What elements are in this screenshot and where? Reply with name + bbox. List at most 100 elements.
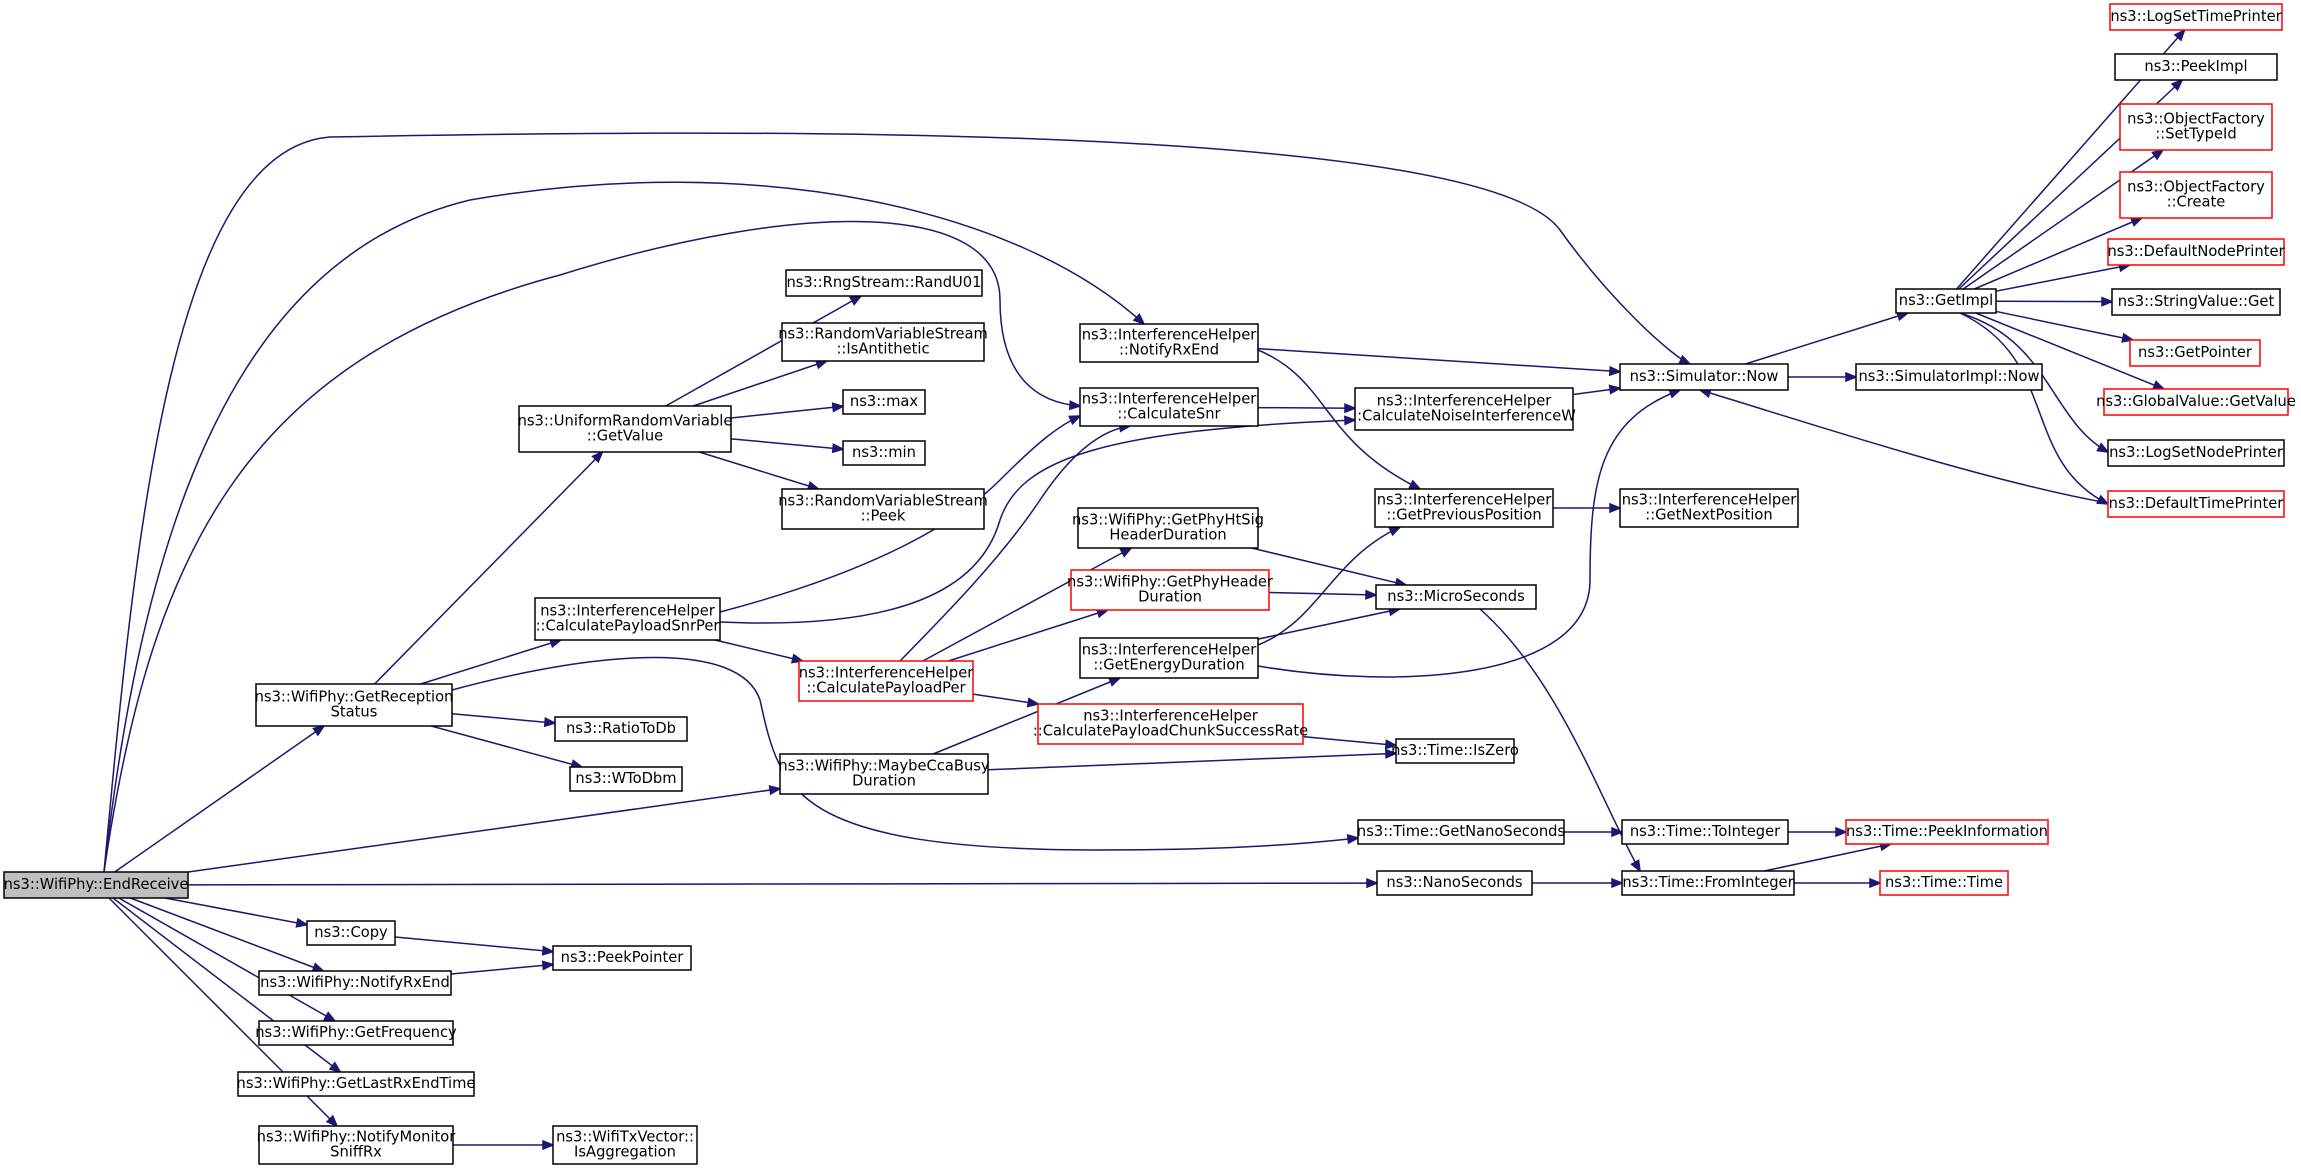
edge-maybecca-to-getenergy-arrowhead xyxy=(1107,677,1122,687)
node-simnow[interactable]: ns3::Simulator::Now xyxy=(1619,363,1789,391)
edge-getphyhtsig-to-microseconds xyxy=(1251,547,1407,586)
node-globalget[interactable]: ns3::GlobalValue::GetValue xyxy=(2096,388,2296,416)
node-logsettime[interactable]: ns3::LogSetTimePrinter xyxy=(2109,3,2283,31)
node-peekpointer-box xyxy=(552,945,692,971)
node-stringget[interactable]: ns3::StringValue::Get xyxy=(2111,288,2281,316)
node-max[interactable]: ns3::max xyxy=(842,389,926,415)
node-label: IsAggregation xyxy=(574,1144,676,1161)
edge-maybecca-to-iszero xyxy=(987,752,1397,771)
node-isaggregation-box xyxy=(552,1125,698,1165)
node-getprevpos[interactable]: ns3::InterferenceHelper::GetPreviousPosi… xyxy=(1374,488,1554,528)
node-label: ::CalculatePayloadSnrPer xyxy=(536,618,721,635)
edge-getenergy-to-simnow xyxy=(1257,389,1681,678)
node-randu01[interactable]: ns3::RngStream::RandU01 xyxy=(785,269,983,297)
node-calcnoise-box xyxy=(1354,387,1574,431)
node-ratiotodb[interactable]: ns3::RatioToDb xyxy=(554,716,688,742)
node-label: ns3::ObjectFactory xyxy=(2127,179,2265,196)
node-min[interactable]: ns3::min xyxy=(842,440,926,466)
node-label: ns3::max xyxy=(850,393,919,410)
node-getpointer[interactable]: ns3::GetPointer xyxy=(2129,339,2261,367)
node-endreceive[interactable]: ns3::WifiPhy::EndReceive xyxy=(3,871,189,899)
node-calcchunk[interactable]: ns3::InterferenceHelper::CalculatePayloa… xyxy=(1033,703,1308,745)
node-calcpayloadper[interactable]: ns3::InterferenceHelper::CalculatePayloa… xyxy=(798,660,975,702)
edge-getimpl-to-deftimeprinter xyxy=(1959,312,2109,505)
edge-calcpayloadper-to-getphyheader xyxy=(948,609,1108,662)
node-peekinfo[interactable]: ns3::Time::PeekInformation xyxy=(1845,819,2049,845)
node-maybecca-box xyxy=(779,753,989,795)
node-iszero[interactable]: ns3::Time::IsZero xyxy=(1391,738,1519,764)
node-getfreq[interactable]: ns3::WifiPhy::GetFrequency xyxy=(255,1020,457,1046)
node-label: ns3::Simulator::Now xyxy=(1630,368,1779,385)
edge-getimpl-to-stringget-arrowhead xyxy=(2101,296,2115,307)
node-notifyrxend_phy[interactable]: ns3::WifiPhy::NotifyRxEnd xyxy=(258,970,452,996)
edge-getenergy-to-simnow-arrowhead xyxy=(1668,388,1682,399)
node-timetime[interactable]: ns3::Time::Time xyxy=(1879,870,2009,896)
node-isaggregation[interactable]: ns3::WifiTxVector::IsAggregation xyxy=(552,1125,698,1165)
edge-getreception-to-uniformget xyxy=(374,451,603,685)
node-ofcreate[interactable]: ns3::ObjectFactory::Create xyxy=(2119,171,2273,219)
node-ofsettype-box xyxy=(2119,103,2273,151)
node-tointeger[interactable]: ns3::Time::ToInteger xyxy=(1621,819,1789,845)
edge-endreceive-to-getfreq-arrowhead xyxy=(323,1011,337,1022)
edge-maybecca-to-getenergy xyxy=(932,677,1121,755)
edge-endreceive-to-notifyrxend_phy-arrowhead xyxy=(311,962,326,972)
edge-getenergy-to-getprevpos-arrowhead xyxy=(1388,526,1402,537)
edge-deftimeprinter-to-simnow xyxy=(1699,389,2109,504)
node-calcsnr[interactable]: ns3::InterferenceHelper::CalculateSnr xyxy=(1079,387,1259,427)
node-randu01-box xyxy=(785,269,983,297)
node-notifyrxend_ih[interactable]: ns3::InterferenceHelper::NotifyRxEnd xyxy=(1079,323,1259,363)
node-label: ::GetPreviousPosition xyxy=(1386,507,1541,524)
node-calcpayloadper-box xyxy=(798,660,974,702)
edge-endreceive-to-getreception-arrowhead xyxy=(312,724,326,737)
node-getnano[interactable]: ns3::Time::GetNanoSeconds xyxy=(1357,819,1565,845)
edge-calcpayloadper-to-calcchunk-arrowhead xyxy=(1026,697,1041,708)
node-getlastrx-box xyxy=(237,1071,475,1097)
node-microseconds[interactable]: ns3::MicroSeconds xyxy=(1375,584,1537,610)
node-isantithetic[interactable]: ns3::RandomVariableStream::IsAntithetic xyxy=(778,322,988,362)
node-fromint-box xyxy=(1621,870,1795,896)
node-getenergy[interactable]: ns3::InterferenceHelper::GetEnergyDurati… xyxy=(1079,637,1259,679)
node-label: ns3::Time::IsZero xyxy=(1391,742,1519,759)
edge-getreception-to-uniformget-arrowhead xyxy=(591,450,604,464)
node-calcchunk-box xyxy=(1037,703,1304,745)
node-defnodeprinter[interactable]: ns3::DefaultNodePrinter xyxy=(2107,238,2285,266)
node-wtodbm[interactable]: ns3::WToDbm xyxy=(569,766,683,792)
node-calcpayloadsnrper-box xyxy=(534,597,721,641)
node-logsetnode[interactable]: ns3::LogSetNodePrinter xyxy=(2107,439,2285,467)
node-label: ns3::WifiPhy::GetLastRxEndTime xyxy=(237,1075,476,1092)
node-notifyrxend_ih-box xyxy=(1079,323,1259,363)
edge-endreceive-to-calcsnr xyxy=(103,220,1081,873)
node-simimplnow[interactable]: ns3::SimulatorImpl::Now xyxy=(1855,363,2043,391)
edge-getimpl-to-logsetnode xyxy=(1959,312,2109,453)
node-label: ns3::StringValue::Get xyxy=(2118,293,2275,310)
node-label: ns3::InterferenceHelper xyxy=(540,603,716,620)
node-getreception-box xyxy=(255,683,453,727)
node-getnextpos[interactable]: ns3::InterferenceHelper::GetNextPosition xyxy=(1619,488,1799,528)
edge-getprevpos-to-getnextpos-arrowhead xyxy=(1609,502,1623,514)
node-peekpointer[interactable]: ns3::PeekPointer xyxy=(552,945,692,971)
node-peekimpl[interactable]: ns3::PeekImpl xyxy=(2114,53,2278,81)
edge-calcnoise-to-simnow-arrowhead xyxy=(1608,384,1623,395)
node-label: HeaderDuration xyxy=(1109,527,1226,544)
node-getimpl[interactable]: ns3::GetImpl xyxy=(1895,288,1997,314)
node-ofsettype[interactable]: ns3::ObjectFactory::SetTypeId xyxy=(2119,103,2273,151)
node-deftimeprinter[interactable]: ns3::DefaultTimePrinter xyxy=(2107,490,2285,518)
node-calcpayloadsnrper[interactable]: ns3::InterferenceHelper::CalculatePayloa… xyxy=(534,597,721,641)
node-nanoseconds[interactable]: ns3::NanoSeconds xyxy=(1376,870,1533,896)
node-isantithetic-box xyxy=(781,322,985,362)
node-fromint[interactable]: ns3::Time::FromInteger xyxy=(1621,870,1795,896)
node-peekinfo-box xyxy=(1845,819,2049,845)
node-rvspeek[interactable]: ns3::RandomVariableStream::Peek xyxy=(778,488,988,530)
edge-getenergy-to-microseconds xyxy=(1257,608,1400,640)
node-copy[interactable]: ns3::Copy xyxy=(306,920,396,946)
node-getpointer-box xyxy=(2129,339,2261,367)
node-getlastrx[interactable]: ns3::WifiPhy::GetLastRxEndTime xyxy=(237,1071,476,1097)
node-calcnoise[interactable]: ns3::InterferenceHelper::CalculateNoiseI… xyxy=(1352,387,1576,431)
node-uniformget[interactable]: ns3::UniformRandomVariable::GetValue xyxy=(518,405,733,453)
